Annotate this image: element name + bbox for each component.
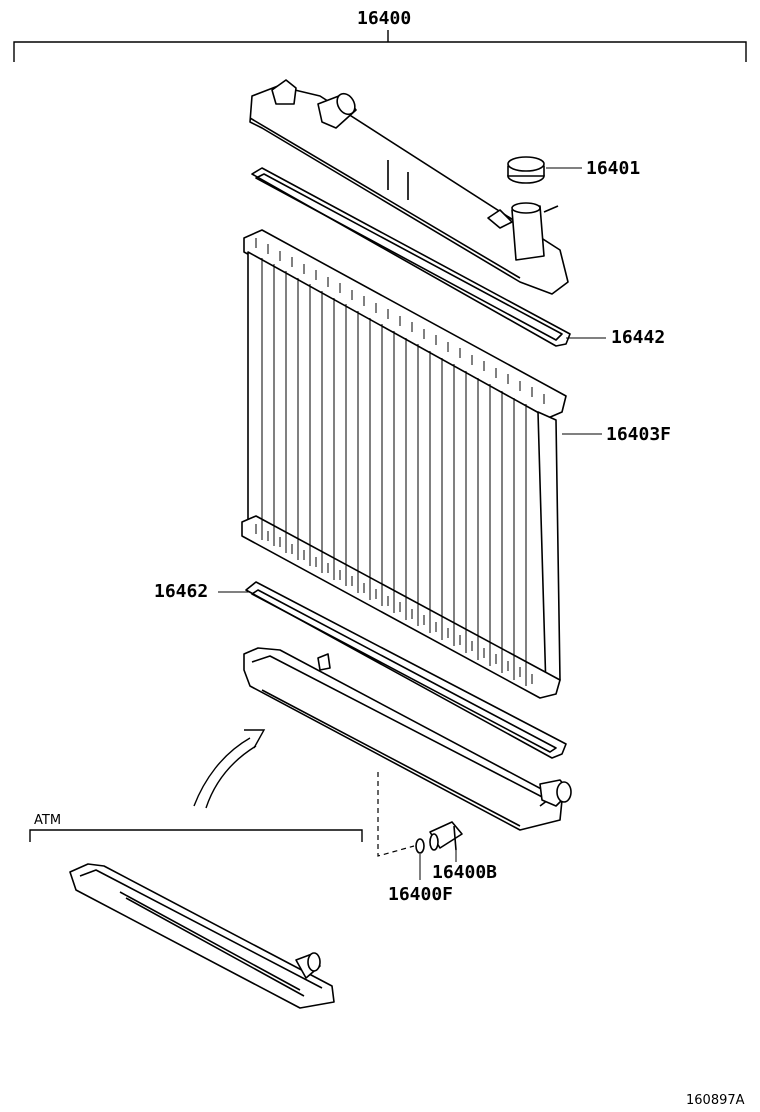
assembly-bracket	[13, 30, 747, 62]
drain-cock	[429, 821, 463, 851]
upper-tank	[249, 79, 569, 295]
label-core: 16403F	[606, 424, 671, 445]
core-header-teeth	[255, 238, 545, 684]
label-assembly: 16400	[357, 8, 411, 29]
label-drain-oring: 16400F	[388, 884, 453, 905]
atm-bracket	[29, 829, 363, 842]
figure-id: 160897A	[686, 1093, 745, 1108]
upper-gasket	[251, 167, 571, 347]
lower-tank	[243, 647, 572, 831]
label-upper-gasket: 16442	[611, 327, 665, 348]
drain-oring	[415, 838, 425, 854]
radiator-core	[241, 229, 567, 699]
drain-dashed-line	[377, 772, 415, 857]
lower-gasket	[245, 581, 567, 759]
core-tubes	[261, 258, 527, 686]
atm-lower-tank	[69, 863, 335, 1009]
label-drain-cock: 16400B	[432, 862, 497, 883]
label-lower-gasket: 16462	[154, 581, 208, 602]
label-cap: 16401	[586, 158, 640, 179]
label-atm: ATM	[34, 813, 61, 828]
radiator-cap	[507, 156, 545, 184]
curved-arrow-icon	[193, 729, 266, 809]
